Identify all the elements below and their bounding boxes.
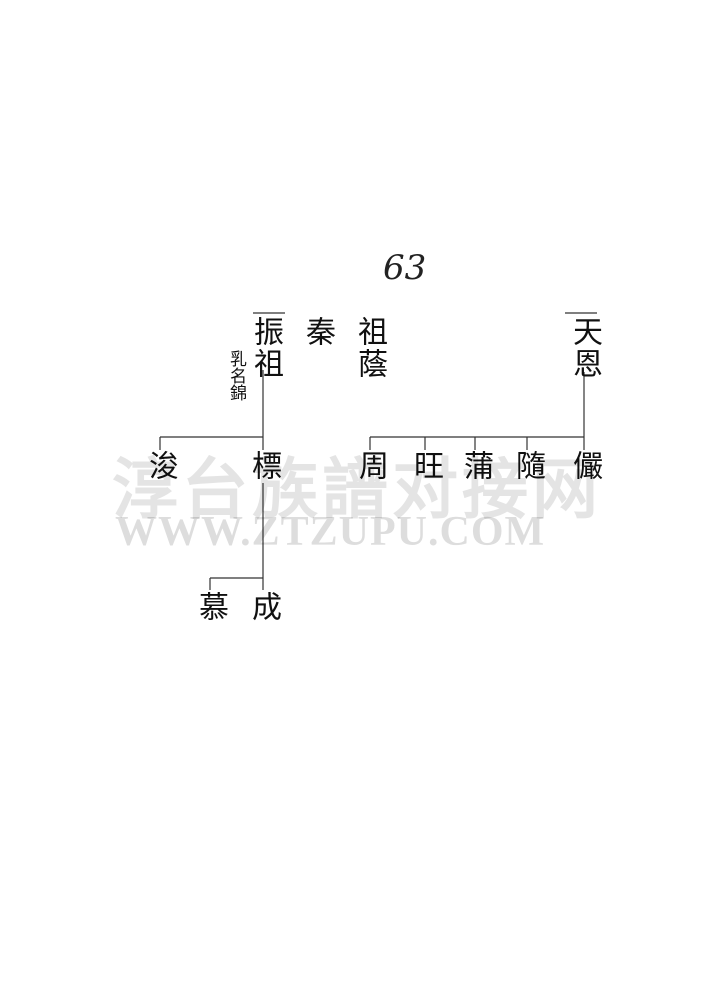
child-wang: 旺 — [408, 450, 443, 482]
child-sui: 隨 — [510, 450, 545, 482]
grandchild-mu: 慕 — [193, 591, 228, 623]
ancestor-tianen: 天恩 — [567, 316, 602, 380]
ancestor-zhenzu: 振祖 — [248, 316, 283, 380]
grandchild-cheng: 成 — [246, 591, 281, 623]
ancestor-zhenzu-note: 乳名錦 — [226, 350, 246, 401]
child-pu: 蒲 — [458, 450, 493, 482]
sibling-qin: 秦 — [300, 316, 335, 348]
child-jun: 浚 — [143, 450, 178, 482]
watermark-url: WWW.ZTZUPU.COM — [115, 509, 546, 555]
name-zuyin: 祖蔭 — [352, 316, 387, 380]
watermark-chinese: 淳台族譜对接网 — [112, 451, 602, 528]
page-number: 63 — [383, 248, 427, 288]
child-zhou: 周 — [353, 450, 388, 482]
child-biao: 標 — [246, 450, 281, 482]
child-yan: 儼 — [567, 450, 602, 482]
